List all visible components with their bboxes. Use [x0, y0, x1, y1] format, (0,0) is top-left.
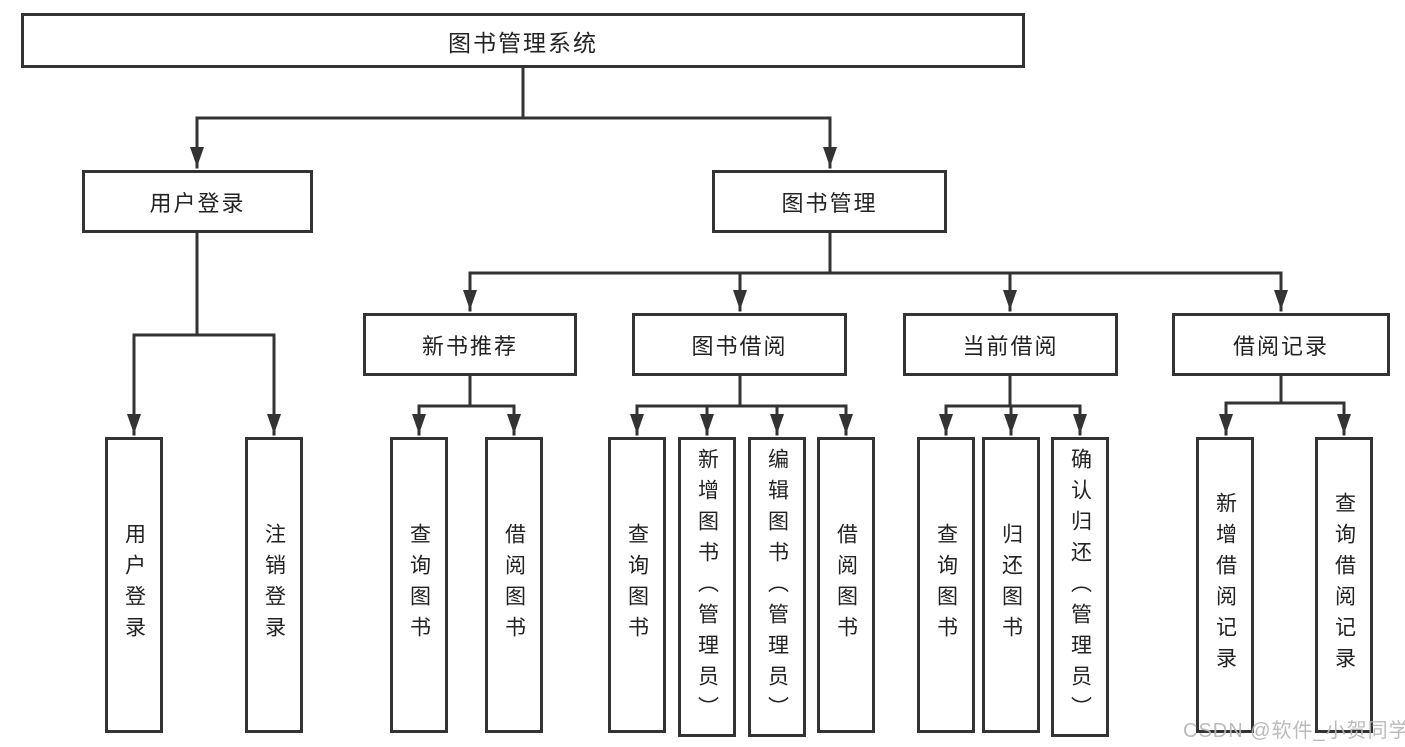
- node-user-login-label: 用户登录: [149, 190, 246, 216]
- leaf-cb-query-books-label: 查询图书: [934, 523, 958, 647]
- leaf-cb-return-books-label: 归还图书: [999, 523, 1023, 647]
- node-current-borrow: 当前借阅: [903, 313, 1118, 376]
- connectors-borrow-records: [1219, 374, 1351, 436]
- leaf-logout: 注销登录: [245, 437, 303, 733]
- node-root: 图书管理系统: [21, 13, 1025, 68]
- node-new-book-rec: 新书推荐: [363, 313, 577, 376]
- leaf-bb-add-books-label: 新增图书（管理员）: [695, 447, 719, 727]
- leaf-bb-add-books: 新增图书（管理员）: [678, 437, 736, 737]
- node-book-management-label: 图书管理: [781, 190, 878, 216]
- leaf-user-login-label: 用户登录: [122, 523, 146, 647]
- leaf-br-query-record-label: 查询借阅记录: [1332, 492, 1356, 678]
- node-borrow-records-label: 借阅记录: [1232, 333, 1329, 359]
- leaf-cb-confirm-return: 确认归还（管理员）: [1051, 437, 1109, 737]
- leaf-nbr-borrow-books-label: 借阅图书: [502, 523, 526, 647]
- leaf-bb-query-books: 查询图书: [608, 437, 666, 733]
- leaf-bb-query-books-label: 查询图书: [625, 523, 649, 647]
- node-root-label: 图书管理系统: [448, 29, 598, 56]
- leaf-cb-query-books: 查询图书: [917, 437, 975, 733]
- leaf-cb-return-books: 归还图书: [982, 437, 1040, 733]
- csdn-watermark: CSDN @软件_小贺同学: [1183, 720, 1405, 742]
- leaf-bb-edit-books-label: 编辑图书（管理员）: [765, 447, 789, 727]
- leaf-bb-edit-books: 编辑图书（管理员）: [748, 437, 806, 737]
- node-user-login: 用户登录: [82, 170, 313, 233]
- leaf-br-add-record-label: 新增借阅记录: [1213, 492, 1237, 678]
- connectors-user-login: [127, 231, 281, 436]
- connectors-current-borrow: [939, 374, 1087, 436]
- leaf-user-login: 用户登录: [105, 437, 163, 733]
- node-book-management: 图书管理: [712, 170, 947, 233]
- leaf-cb-confirm-return-label: 确认归还（管理员）: [1068, 447, 1092, 727]
- leaf-br-add-record: 新增借阅记录: [1196, 437, 1254, 733]
- leaf-br-query-record: 查询借阅记录: [1315, 437, 1373, 733]
- leaf-bb-borrow-books-label: 借阅图书: [834, 523, 858, 647]
- node-book-borrow-label: 图书借阅: [691, 333, 788, 359]
- connectors-book-borrow: [630, 374, 853, 436]
- connectors-book-management: [463, 231, 1288, 312]
- leaf-bb-borrow-books: 借阅图书: [817, 437, 875, 733]
- node-new-book-rec-label: 新书推荐: [421, 333, 518, 359]
- connectors-new-book-rec: [412, 374, 521, 436]
- leaf-logout-label: 注销登录: [262, 523, 286, 647]
- leaf-nbr-borrow-books: 借阅图书: [485, 437, 543, 733]
- node-book-borrow: 图书借阅: [632, 313, 847, 376]
- node-borrow-records: 借阅记录: [1172, 313, 1390, 376]
- node-current-borrow-label: 当前借阅: [962, 333, 1059, 359]
- connectors-root: [190, 66, 837, 169]
- leaf-nbr-query-books-label: 查询图书: [407, 523, 431, 647]
- leaf-nbr-query-books: 查询图书: [390, 437, 448, 733]
